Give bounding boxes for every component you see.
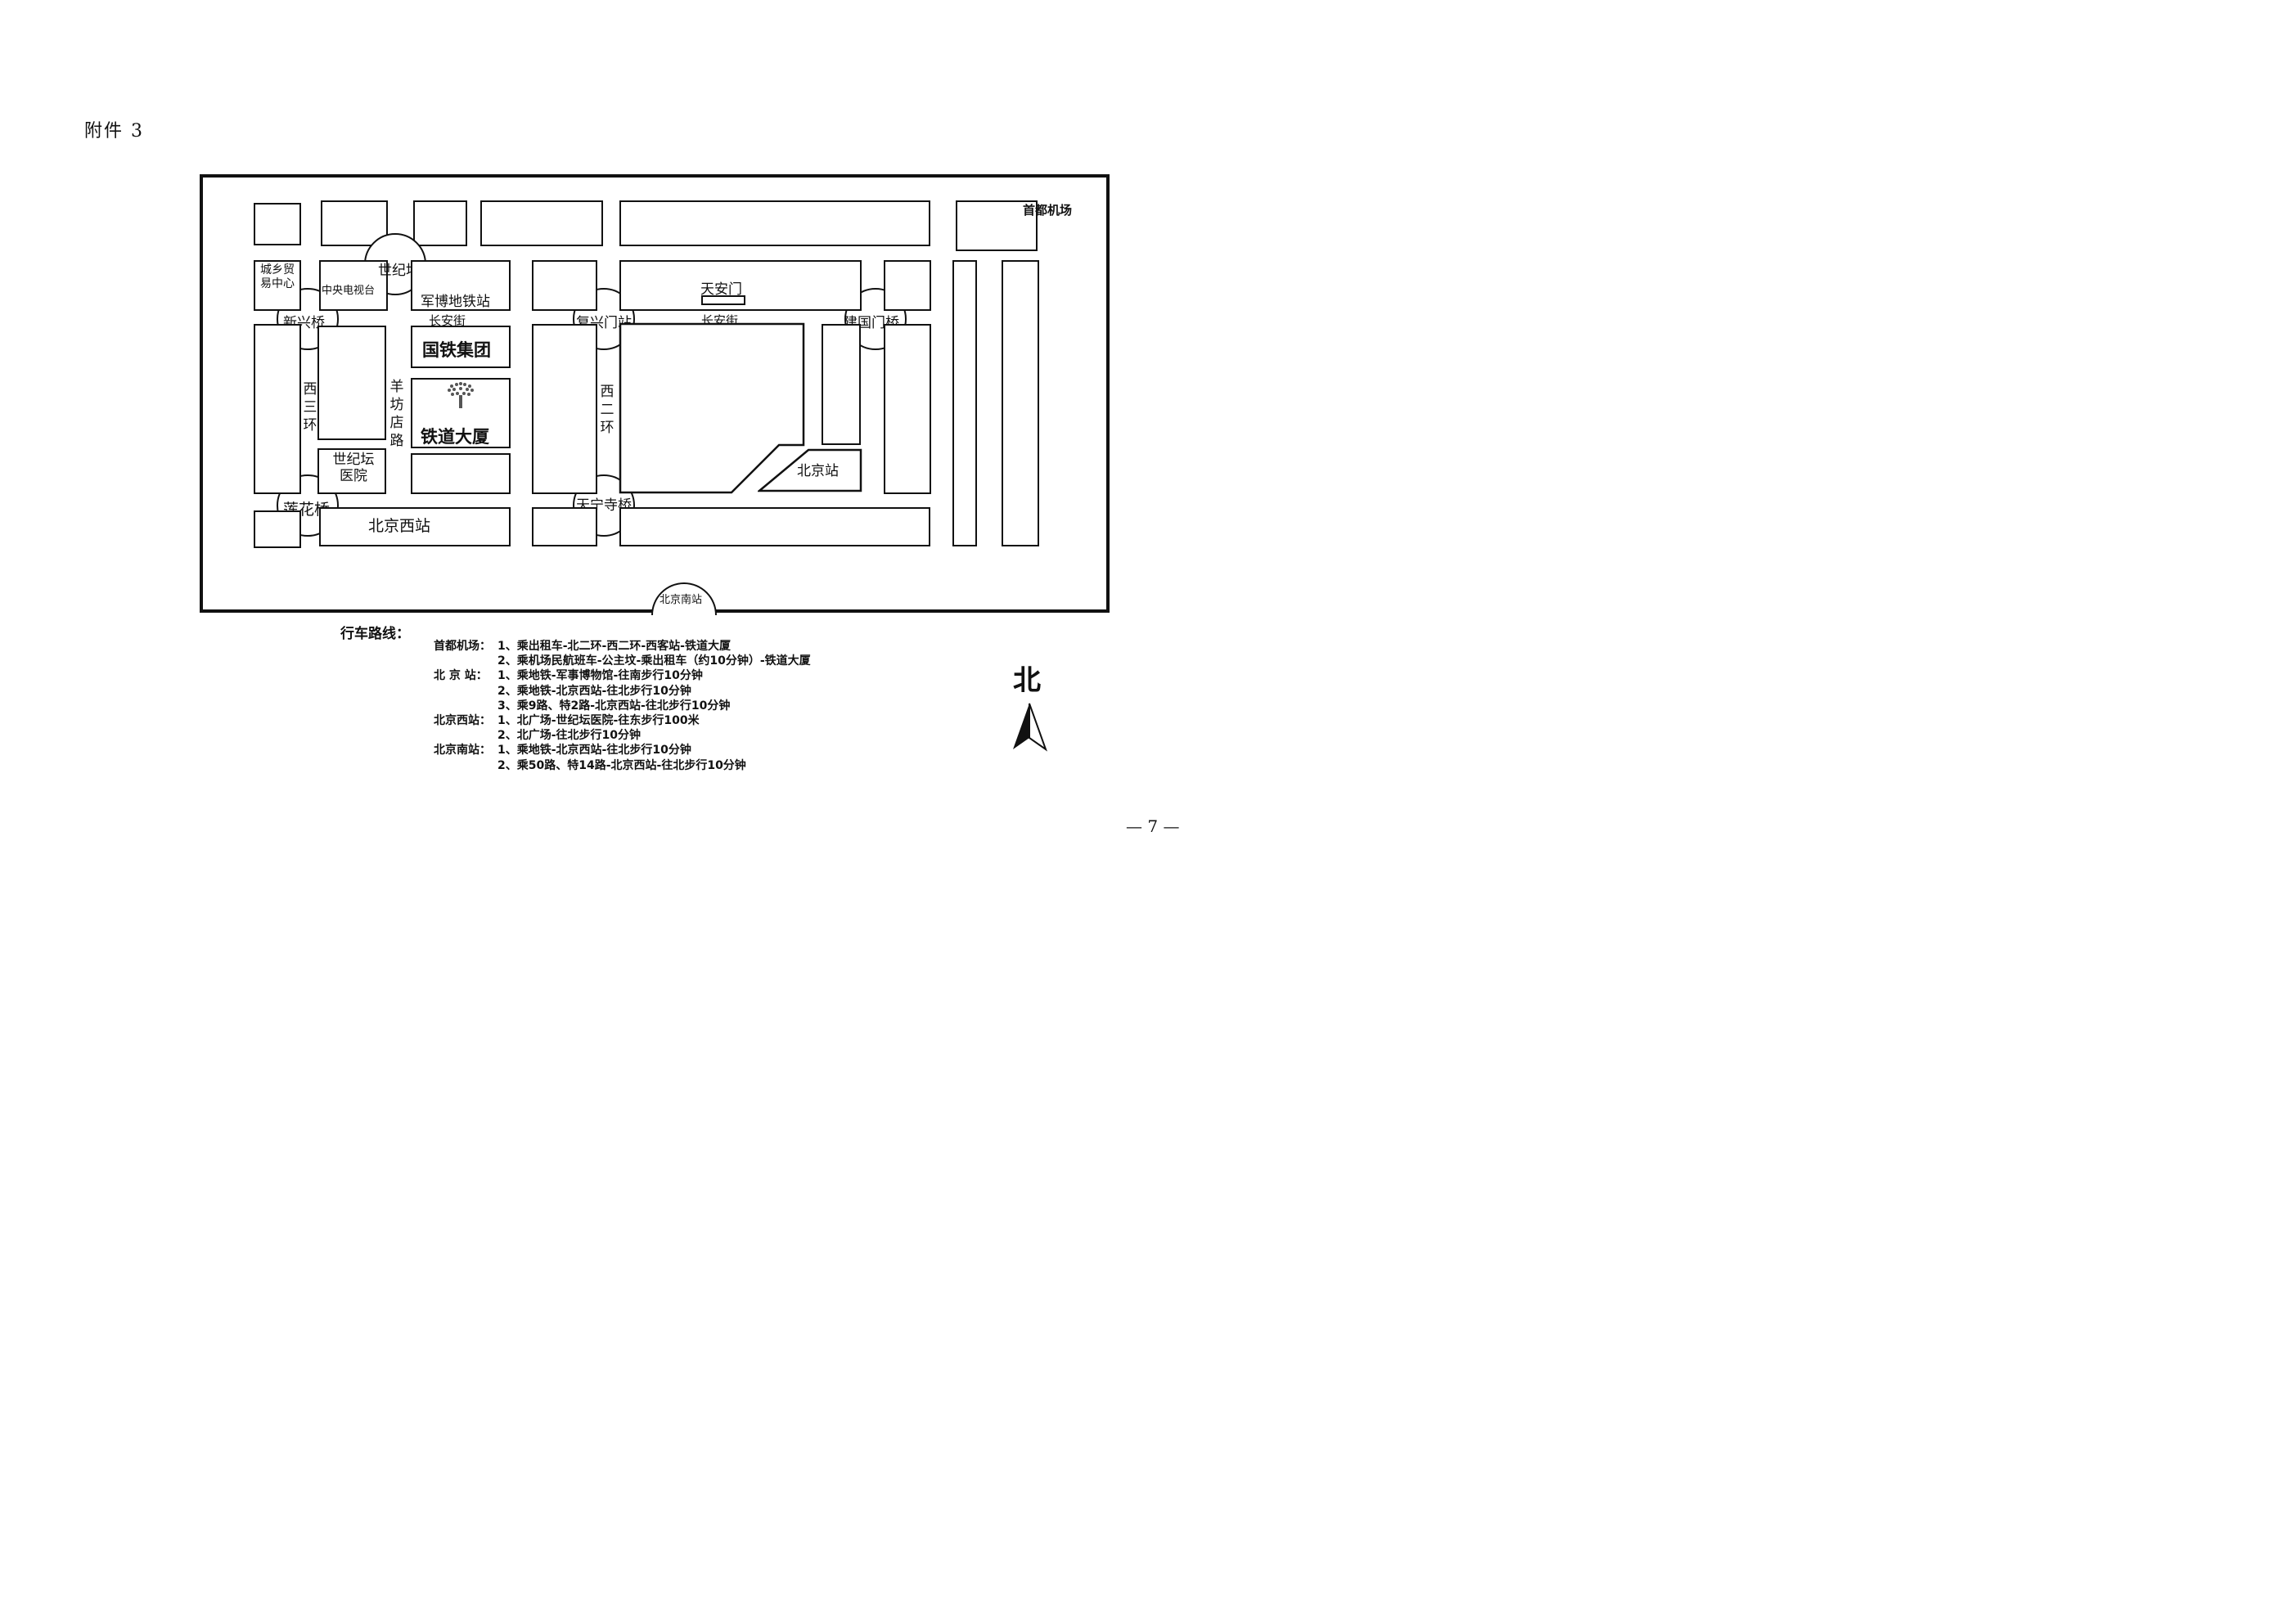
route-text: 1、乘地铁-军事博物馆-往南步行10分钟 (497, 669, 703, 683)
block-railway-building[interactable] (411, 378, 511, 448)
route-station (434, 758, 497, 773)
route-item: 北 京 站： 1、乘地铁-军事博物馆-往南步行10分钟 (434, 668, 811, 683)
block (619, 507, 930, 546)
route-station: 北京南站： (434, 744, 491, 758)
block (822, 324, 861, 445)
block-central-large (619, 322, 805, 494)
label-military-museum-station: 军博地铁站 (421, 294, 490, 310)
route-text: 2、北广场-往北步行10分钟 (497, 729, 642, 743)
route-text: 1、乘地铁-北京西站-往北步行10分钟 (497, 744, 691, 758)
routes-title: 行车路线： (340, 626, 410, 642)
label-cctv: 中央电视台 (322, 285, 376, 297)
route-item: 3、乘9路、特2路-北京西站-往北步行10分钟 (434, 699, 811, 713)
label-tiananmen: 天安门 (700, 281, 742, 298)
north-label: 北 (1013, 664, 1041, 697)
block-military-museum (411, 260, 511, 311)
label-century-altar-hospital: 世纪坛医院 (332, 452, 375, 484)
route-text: 2、乘50路、特14路-北京西站-往北步行10分钟 (497, 758, 746, 772)
tiananmen-gate (701, 295, 745, 305)
block (532, 324, 597, 494)
label-yangfangdian-road: 羊坊店路 (389, 379, 404, 449)
block-east-strip-1 (952, 260, 977, 546)
label-changan-street-west: 长安街 (429, 313, 466, 328)
route-item: 2、乘地铁-北京西站-往北步行10分钟 (434, 684, 811, 699)
label-xisanhuan: 西三环 (303, 381, 317, 434)
block (411, 453, 511, 494)
block (254, 510, 301, 548)
route-text: 1、乘出租车-北二环-西二环-西客站-铁道大厦 (497, 640, 731, 653)
label-china-railway-group: 国铁集团 (422, 340, 491, 360)
block (532, 260, 597, 311)
railway-building-logo-icon (448, 382, 474, 408)
label-xierhuan: 西二环 (600, 384, 615, 436)
route-station: 首都机场： (434, 640, 491, 653)
block-east-strip-2 (1002, 260, 1039, 546)
block (532, 507, 597, 546)
route-item: 北京西站： 1、北广场-世纪坛医院-往东步行100米 (434, 713, 811, 728)
block-beijing-west-station (319, 507, 511, 546)
route-item: 2、乘机场民航班车-公主坟-乘出租车（约10分钟）-铁道大厦 (434, 654, 811, 668)
block (254, 324, 301, 494)
block-cctv (319, 260, 388, 311)
block-hospital (317, 448, 386, 494)
block (413, 200, 467, 246)
route-item: 2、北广场-往北步行10分钟 (434, 728, 811, 743)
attachment-label: 附件 3 (84, 121, 144, 142)
route-station (434, 684, 497, 699)
route-item: 2、乘50路、特14路-北京西站-往北步行10分钟 (434, 758, 811, 773)
block-airport (956, 200, 1038, 251)
block (884, 260, 931, 311)
north-arrow-icon (1013, 703, 1047, 752)
route-station (434, 654, 497, 668)
route-station: 北 京 站： (434, 669, 488, 683)
block (317, 326, 386, 440)
block-china-railway-group (411, 326, 511, 368)
page-number: — 7 — (1126, 816, 1180, 836)
block (254, 203, 301, 245)
block (480, 200, 603, 246)
block (884, 324, 931, 494)
label-urban-rural-trade-center: 城乡贸易中心 (260, 263, 295, 290)
route-text: 3、乘9路、特2路-北京西站-往北步行10分钟 (497, 699, 731, 713)
route-text: 2、乘机场民航班车-公主坟-乘出租车（约10分钟）-铁道大厦 (497, 654, 811, 668)
label-century-altar: 世纪坛 (378, 263, 420, 279)
label-beijing-station: 北京站 (797, 463, 839, 479)
route-item: 首都机场： 1、乘出租车-北二环-西二环-西客站-铁道大厦 (434, 639, 811, 654)
block-beijing-station (758, 448, 862, 492)
route-item: 北京南站： 1、乘地铁-北京西站-往北步行10分钟 (434, 743, 811, 758)
label-railway-building: 铁道大厦 (421, 427, 489, 447)
route-text: 1、北广场-世纪坛医院-往东步行100米 (497, 714, 700, 728)
label-capital-airport: 首都机场 (1023, 203, 1073, 218)
label-beijing-west-station: 北京西站 (368, 517, 431, 535)
block-trade-center (254, 260, 301, 311)
block (619, 200, 930, 246)
route-text: 2、乘地铁-北京西站-往北步行10分钟 (497, 684, 691, 698)
label-beijing-south-station: 北京南站 (660, 594, 703, 606)
route-station: 北京西站： (434, 714, 491, 728)
route-station (434, 728, 497, 743)
route-station (434, 699, 497, 713)
